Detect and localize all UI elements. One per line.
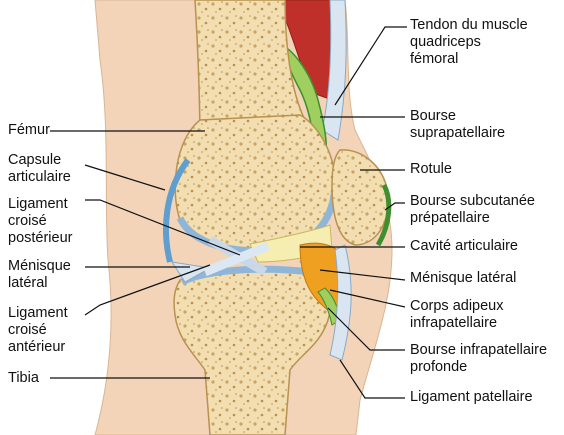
femur-condyle — [175, 115, 335, 250]
label-bourse-suprapatellaire: Bourse suprapatellaire — [410, 108, 505, 142]
label-tibia: Tibia — [8, 370, 39, 387]
label-cavite-articulaire: Cavité articulaire — [410, 238, 518, 255]
label-menisque-lateral-left: Ménisque latéral — [8, 258, 71, 292]
label-corps-adipeux: Corps adipeux infrapatellaire — [410, 298, 504, 332]
patella — [332, 150, 388, 245]
label-capsule-articulaire: Capsule articulaire — [8, 152, 71, 186]
label-rotule: Rotule — [410, 161, 452, 178]
label-ligament-croise-anterieur: Ligament croisé antérieur — [8, 305, 68, 356]
label-tendon-quadriceps: Tendon du muscle quadriceps fémoral — [410, 17, 528, 68]
label-menisque-lateral-right: Ménisque latéral — [410, 270, 516, 287]
label-bourse-subcutanee: Bourse subcutanée prépatellaire — [410, 193, 535, 227]
label-ligament-patellaire: Ligament patellaire — [410, 389, 533, 406]
label-bourse-infrapatellaire: Bourse infrapatellaire profonde — [410, 342, 547, 376]
label-ligament-croise-posterieur: Ligament croisé postérieur — [8, 196, 72, 247]
label-femur: Fémur — [8, 122, 50, 139]
